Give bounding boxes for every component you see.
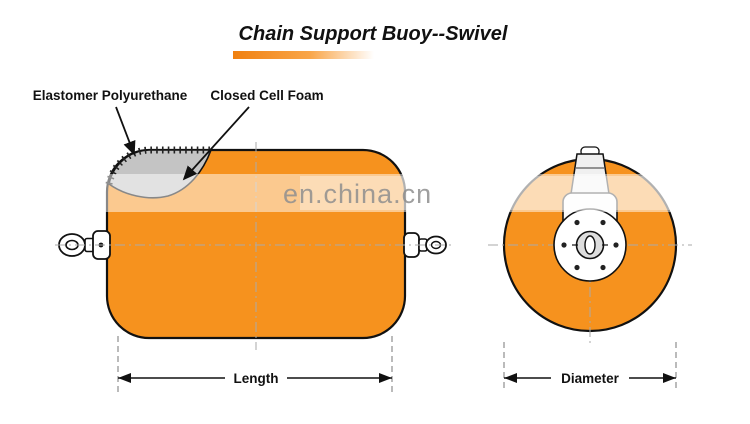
- diameter-dimension: Diameter: [503, 342, 677, 392]
- diameter-label: Diameter: [561, 371, 620, 386]
- label-closed-cell-foam: Closed Cell Foam: [210, 88, 323, 103]
- watermark-band: en.china.cn: [96, 174, 686, 212]
- bolt-icon: [613, 242, 619, 248]
- page-title: Chain Support Buoy--Swivel: [239, 23, 508, 45]
- bolt-icon: [574, 264, 580, 271]
- diameter-arrow-right-icon: [663, 373, 676, 383]
- callouts: Elastomer Polyurethane Closed Cell Foam: [33, 88, 324, 181]
- label-elastomer-polyurethane: Elastomer Polyurethane: [33, 88, 188, 103]
- bolt-icon: [600, 264, 606, 271]
- diagram-header: Chain Support Buoy--Swivel: [233, 23, 508, 59]
- length-dimension: Length: [117, 336, 393, 392]
- diameter-arrow-left-icon: [504, 373, 517, 383]
- watermark-text: en.china.cn: [283, 179, 432, 209]
- length-arrow-left-icon: [118, 373, 131, 383]
- arrow-to-foam-icon: [182, 106, 250, 181]
- bolt-icon: [561, 242, 567, 248]
- title-underline-bar: [233, 51, 374, 59]
- bolt-icon: [574, 219, 580, 226]
- hub-slot: [584, 235, 596, 255]
- bolt-icon: [600, 219, 606, 226]
- arrow-to-elastomer-icon: [115, 106, 136, 156]
- side-view: [55, 142, 452, 350]
- watermark-blur-band-inner: [300, 176, 680, 210]
- length-label: Length: [234, 371, 279, 386]
- length-arrow-right-icon: [379, 373, 392, 383]
- flange-bolts: [561, 219, 619, 271]
